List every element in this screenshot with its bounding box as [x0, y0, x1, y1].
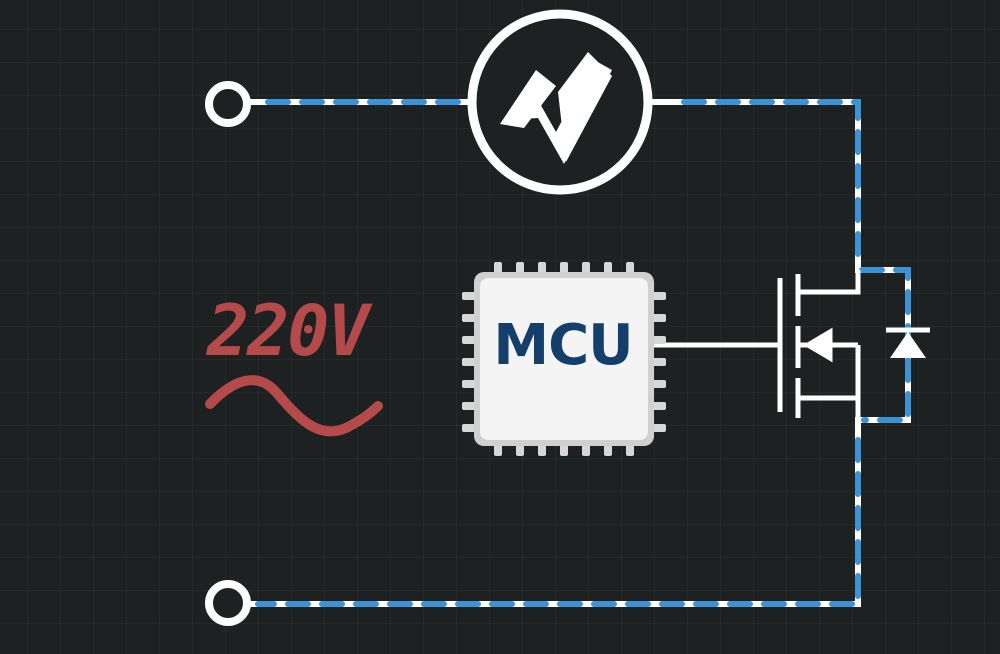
lamp-icon: [467, 9, 653, 195]
ac-sine-icon: [205, 375, 383, 437]
bottom-wire: [249, 417, 861, 607]
terminal-bottom: [205, 580, 251, 626]
mosfet-icon: [777, 270, 861, 420]
mcu-chip: [462, 262, 666, 456]
mcu-label: MCU: [493, 313, 633, 378]
voltage-label: 220V: [207, 290, 370, 372]
flow-return: [255, 437, 861, 607]
flow-top-right: [681, 99, 861, 259]
body-diode-icon: [886, 327, 930, 358]
top-wire-right: [649, 99, 861, 273]
terminal-top: [205, 81, 251, 127]
terminal-icon: [205, 81, 251, 626]
